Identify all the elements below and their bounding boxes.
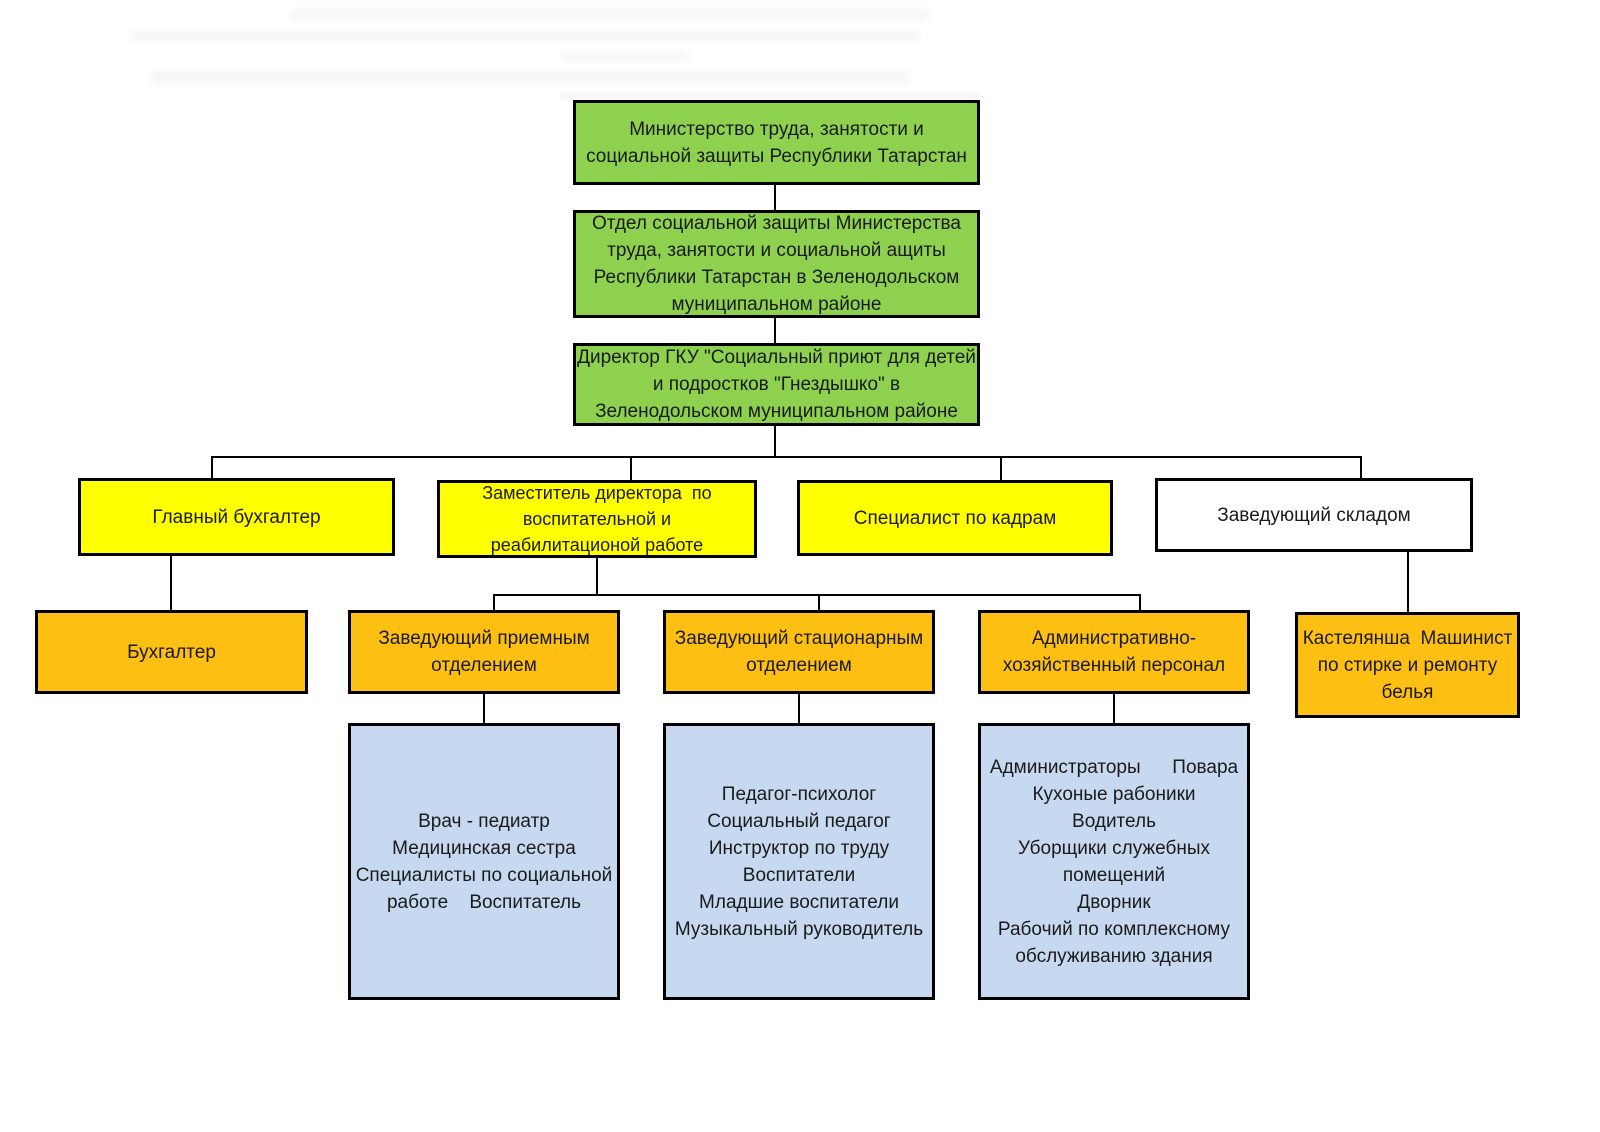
faint-artifact bbox=[290, 8, 930, 20]
text-line: Водитель bbox=[1072, 810, 1156, 832]
text-line: труда, занятости и социальной ащиты bbox=[607, 240, 946, 261]
connector-reception-head-staff bbox=[483, 694, 485, 723]
text-line: отделением bbox=[746, 655, 852, 676]
faint-artifact bbox=[150, 70, 910, 84]
connector-level4-hline bbox=[211, 456, 1362, 458]
text-line: Специалисты по социальной bbox=[355, 864, 613, 886]
text-line: Зеленодольском муниципальном районе bbox=[595, 401, 958, 422]
text-line: Врач - педиатр bbox=[418, 810, 550, 832]
text-line: воспитательной и bbox=[522, 509, 672, 529]
text-line: хозяйственный персонал bbox=[1002, 655, 1226, 676]
text-line: помещений bbox=[1062, 864, 1166, 886]
connector-warehouse-castellan bbox=[1407, 552, 1409, 612]
connector-drop-chief-accountant bbox=[211, 456, 213, 478]
node-department: Отдел социальной защиты Министерства труд… bbox=[573, 210, 980, 318]
text-line: Административно- bbox=[1031, 628, 1197, 649]
connector-drop-admin-staff bbox=[1139, 594, 1141, 610]
text-line: Администраторы Повара bbox=[989, 756, 1239, 778]
text-line: Рабочий по комплексному bbox=[997, 918, 1231, 940]
faint-artifact bbox=[560, 93, 980, 99]
text-line: Уборщики служебных bbox=[1017, 837, 1210, 859]
node-admin-staff: Административно-хозяйственный персонал bbox=[978, 610, 1250, 694]
node-deputy-director: Заместитель директора по воспитательной и… bbox=[437, 480, 757, 558]
text-line: Отдел социальной защиты Министерства bbox=[592, 213, 961, 234]
node-warehouse-manager: Заведующий складом bbox=[1155, 478, 1473, 552]
text-line: Социальный педагог bbox=[707, 810, 891, 832]
text-line: Заведующий приемным bbox=[378, 628, 590, 649]
text-line: Кастелянша Машинист bbox=[1302, 627, 1513, 649]
connector-department-director bbox=[774, 318, 776, 343]
text-line: обслуживанию здания bbox=[1015, 945, 1213, 967]
connector-drop-warehouse-manager bbox=[1360, 456, 1362, 478]
text-line: Заведующий стационарным bbox=[674, 628, 924, 649]
connector-level5-hline bbox=[493, 594, 1141, 596]
text-line: и подростков "Гнездышко" в bbox=[652, 374, 901, 395]
text-line: Младшие воспитатели bbox=[699, 891, 899, 913]
faint-artifact bbox=[130, 30, 920, 42]
text-line: Педагог-психолог bbox=[721, 783, 877, 805]
text-line: Директор ГКУ "Социальный приют для детей bbox=[577, 347, 976, 368]
connector-director-down bbox=[774, 426, 776, 456]
node-accountant: Бухгалтер bbox=[35, 610, 308, 694]
connector-chief-accountant-accountant bbox=[170, 556, 172, 610]
text-line: по стирке и ремонту bbox=[1317, 654, 1498, 676]
node-ministry: Министерство труда, занятости и социально… bbox=[573, 100, 980, 185]
node-castellan: Кастелянша Машинист по стирке и ремонту бе… bbox=[1295, 612, 1520, 718]
connector-drop-deputy-director bbox=[630, 456, 632, 480]
node-director: Директор ГКУ "Социальный приют для детей… bbox=[573, 343, 980, 426]
text-line: реабилитационой работе bbox=[490, 535, 704, 555]
text-line: Кухоные рабоники bbox=[1032, 783, 1196, 805]
text-line: Дворник bbox=[1077, 891, 1151, 913]
faint-artifact bbox=[560, 52, 690, 62]
text-line: Министерство труда, занятости и bbox=[629, 118, 924, 140]
node-chief-accountant: Главный бухгалтер bbox=[78, 478, 395, 556]
text-line: Заместитель директора по bbox=[482, 483, 712, 503]
text-line: социальной защиты Республики Татарстан bbox=[586, 145, 967, 167]
node-inpatient-head: Заведующий стационарным отделением bbox=[663, 610, 935, 694]
text-line: работе Воспитатель bbox=[386, 891, 582, 913]
connector-admin-staff-list bbox=[1113, 694, 1115, 723]
text-line: Инструктор по труду bbox=[708, 837, 890, 859]
connector-drop-inpatient-head bbox=[818, 594, 820, 610]
node-reception-head: Заведующий приемным отделением bbox=[348, 610, 620, 694]
connector-drop-hr-specialist bbox=[1000, 456, 1002, 480]
node-hr-specialist: Специалист по кадрам bbox=[797, 480, 1113, 556]
text-line: Медицинская сестра bbox=[392, 837, 576, 859]
text-line: Воспитатели bbox=[742, 864, 856, 886]
connector-deputy-down bbox=[596, 558, 598, 594]
connector-inpatient-head-staff bbox=[798, 694, 800, 723]
connector-ministry-department bbox=[774, 185, 776, 210]
connector-drop-reception-head bbox=[493, 594, 495, 610]
text-line: муниципальном районе bbox=[671, 294, 882, 315]
text-line: белья bbox=[1381, 681, 1434, 703]
text-line: отделением bbox=[431, 655, 537, 676]
text-line: Республики Татарстан в Зеленодольском bbox=[593, 267, 960, 288]
text-line: Музыкальный руководитель bbox=[674, 918, 924, 940]
